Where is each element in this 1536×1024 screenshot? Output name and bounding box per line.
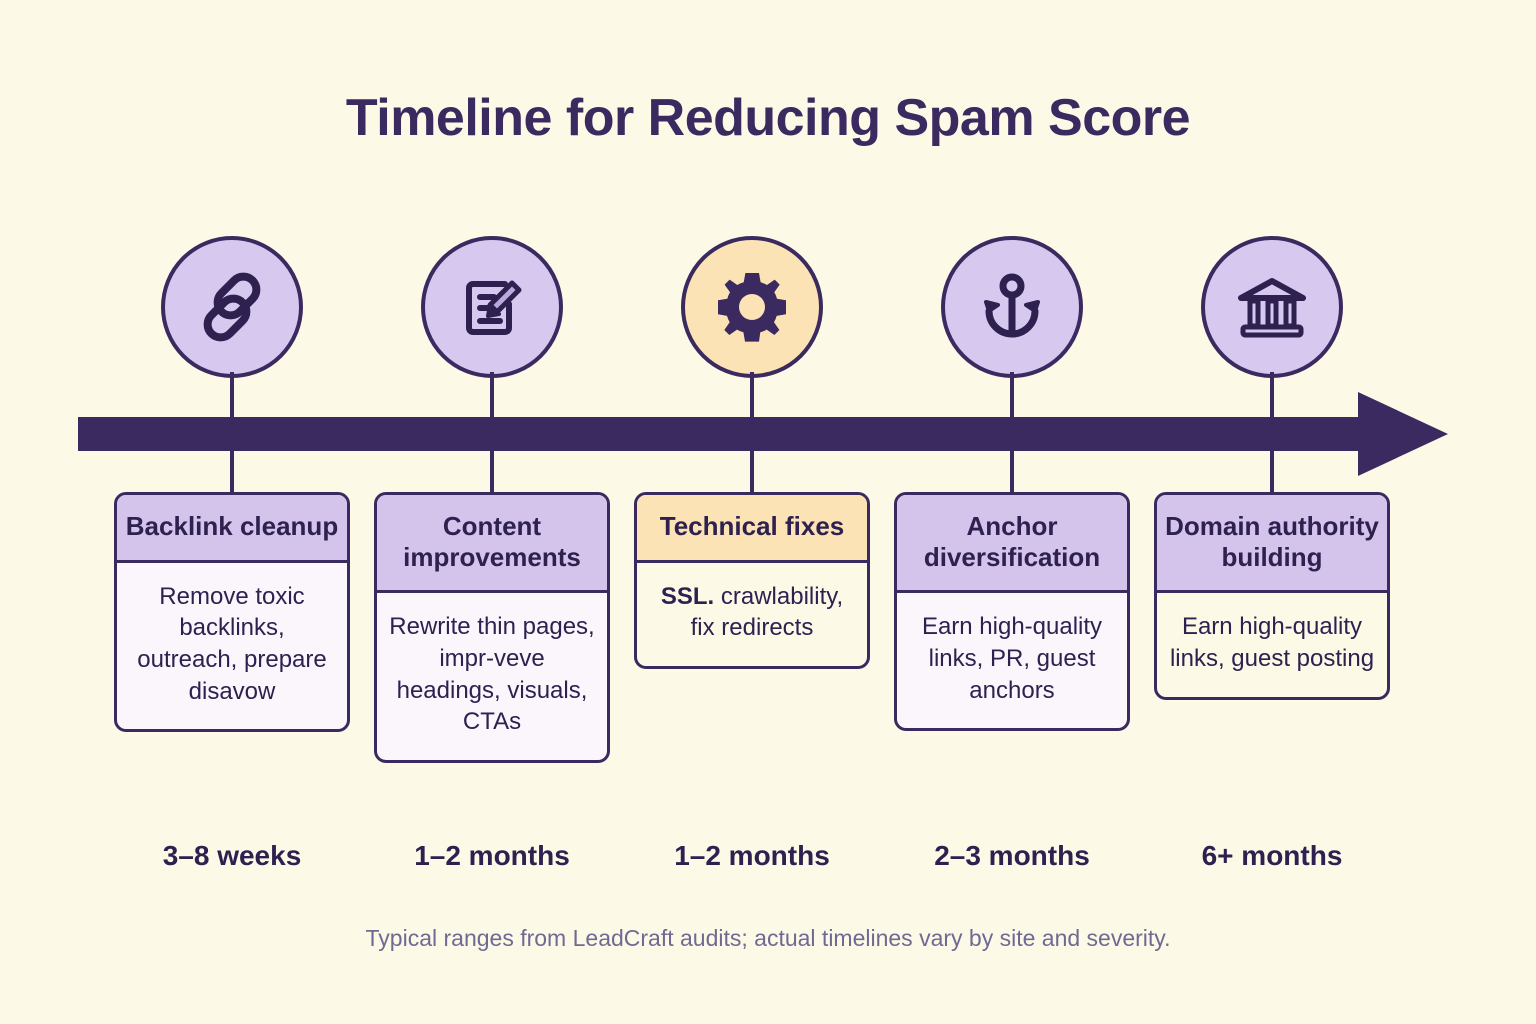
step-card-1[interactable]: Backlink cleanup Remove toxic backlinks,… bbox=[114, 492, 350, 733]
step-card-body-lead-3: SSL. bbox=[660, 582, 715, 610]
connector-stem-upper-5 bbox=[1270, 372, 1274, 422]
step-card-header-1: Backlink cleanup bbox=[117, 495, 347, 563]
step-card-header-3: Technical fixes bbox=[637, 495, 867, 563]
connector-stem-lower-1 bbox=[230, 446, 234, 492]
step-card-body-text-5: Earn high-quality links, guest posting bbox=[1169, 613, 1375, 673]
anchor-icon bbox=[973, 268, 1051, 346]
footnote-caption: Typical ranges from LeadCraft audits; ac… bbox=[365, 925, 1171, 951]
step-card-body-text-4: Earn high-quality links, PR, guest ancho… bbox=[921, 613, 1103, 704]
step-card-header-2: Content improvements bbox=[377, 495, 607, 594]
step-icon-circle-5 bbox=[1201, 236, 1343, 378]
step-card-body-text-2: Rewrite thin pages, impr-veve headings, … bbox=[389, 613, 595, 736]
step-icon-circle-4 bbox=[941, 236, 1083, 378]
step-duration-3: 1–2 months bbox=[674, 840, 830, 871]
step-card-body-1: Remove toxic backlinks, outreach, prepar… bbox=[117, 563, 347, 730]
step-card-2[interactable]: Content improvements Rewrite thin pages,… bbox=[374, 492, 610, 764]
step-card-5[interactable]: Domain authority building Earn high-qual… bbox=[1154, 492, 1390, 700]
step-duration-4: 2–3 months bbox=[934, 840, 1090, 871]
step-card-body-3: SSL. crawlability, fix redirects bbox=[637, 563, 867, 666]
step-card-body-text-1: Remove toxic backlinks, outreach, prepar… bbox=[137, 582, 327, 705]
step-card-4[interactable]: Anchor diversification Earn high-quality… bbox=[894, 492, 1130, 732]
gear-icon bbox=[713, 268, 791, 346]
connector-stem-upper-1 bbox=[230, 372, 234, 422]
document-pencil-icon bbox=[453, 268, 531, 346]
step-duration-2: 1–2 months bbox=[414, 840, 570, 871]
step-card-body-5: Earn high-quality links, guest posting bbox=[1157, 593, 1387, 696]
connector-stem-lower-2 bbox=[490, 446, 494, 492]
chain-link-icon bbox=[193, 268, 271, 346]
step-card-header-4: Anchor diversification bbox=[897, 495, 1127, 594]
connector-stem-lower-4 bbox=[1010, 446, 1014, 492]
page-title: Timeline for Reducing Spam Score bbox=[345, 89, 1191, 147]
connector-stem-upper-3 bbox=[750, 372, 754, 422]
step-card-3[interactable]: Technical fixes SSL. crawlability, fix r… bbox=[634, 492, 870, 670]
connector-stem-upper-2 bbox=[490, 372, 494, 422]
step-card-body-2: Rewrite thin pages, impr-veve headings, … bbox=[377, 593, 607, 760]
step-icon-circle-1 bbox=[161, 236, 303, 378]
connector-stem-upper-4 bbox=[1010, 372, 1014, 422]
bank-building-icon bbox=[1233, 268, 1311, 346]
step-icon-circle-2 bbox=[421, 236, 563, 378]
step-icon-circle-3 bbox=[681, 236, 823, 378]
connector-stem-lower-3 bbox=[750, 446, 754, 492]
step-card-body-text-3: crawlability, fix redirects bbox=[690, 582, 844, 642]
step-duration-1: 3–8 weeks bbox=[162, 840, 302, 871]
connector-stem-lower-5 bbox=[1270, 446, 1274, 492]
step-duration-5: 6+ months bbox=[1201, 840, 1343, 871]
step-card-body-4: Earn high-quality links, PR, guest ancho… bbox=[897, 593, 1127, 728]
timeline-arrow bbox=[78, 392, 1448, 476]
step-card-header-5: Domain authority building bbox=[1157, 495, 1387, 594]
